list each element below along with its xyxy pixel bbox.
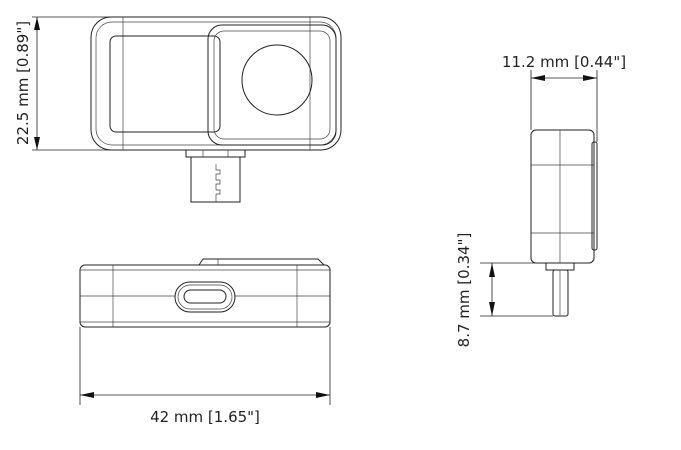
connector-length-dimension: 8.7 mm [0.34"]	[455, 233, 553, 348]
lens	[241, 44, 313, 116]
usb-connector-front	[185, 149, 246, 203]
depth-dimension: 11.2 mm [0.44"]	[502, 53, 626, 142]
width-dimension: 42 mm [1.65"]	[79, 327, 331, 426]
front-view: 22.5 mm [0.89"]	[14, 16, 342, 203]
width-label: 42 mm [1.65"]	[150, 408, 260, 426]
height-dimension: 22.5 mm [0.89"]	[14, 16, 120, 151]
usb-c-port	[174, 281, 236, 313]
side-view: 11.2 mm [0.44"] 8.7 mm [0.34"]	[455, 53, 626, 347]
bottom-view: 42 mm [1.65"]	[79, 258, 331, 426]
usb-connector-side	[545, 262, 575, 317]
height-label: 22.5 mm [0.89"]	[14, 21, 32, 145]
depth-label: 11.2 mm [0.44"]	[502, 53, 626, 71]
connector-length-label: 8.7 mm [0.34"]	[455, 233, 473, 348]
